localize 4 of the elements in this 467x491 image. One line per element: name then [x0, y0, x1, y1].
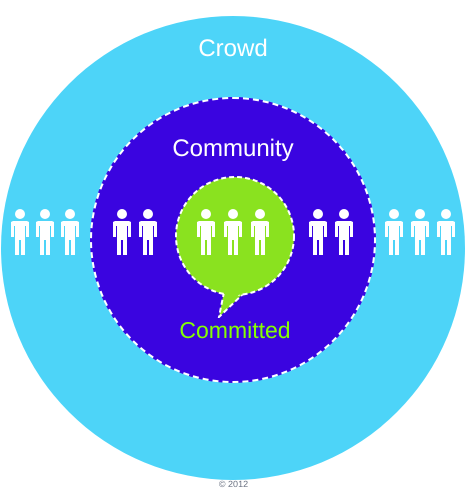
circle-label: Community — [171, 137, 295, 161]
copyright-note: © 2012 — [218, 478, 250, 491]
circle-label: Crowd — [197, 37, 269, 61]
circle-label: Committed — [178, 319, 292, 342]
